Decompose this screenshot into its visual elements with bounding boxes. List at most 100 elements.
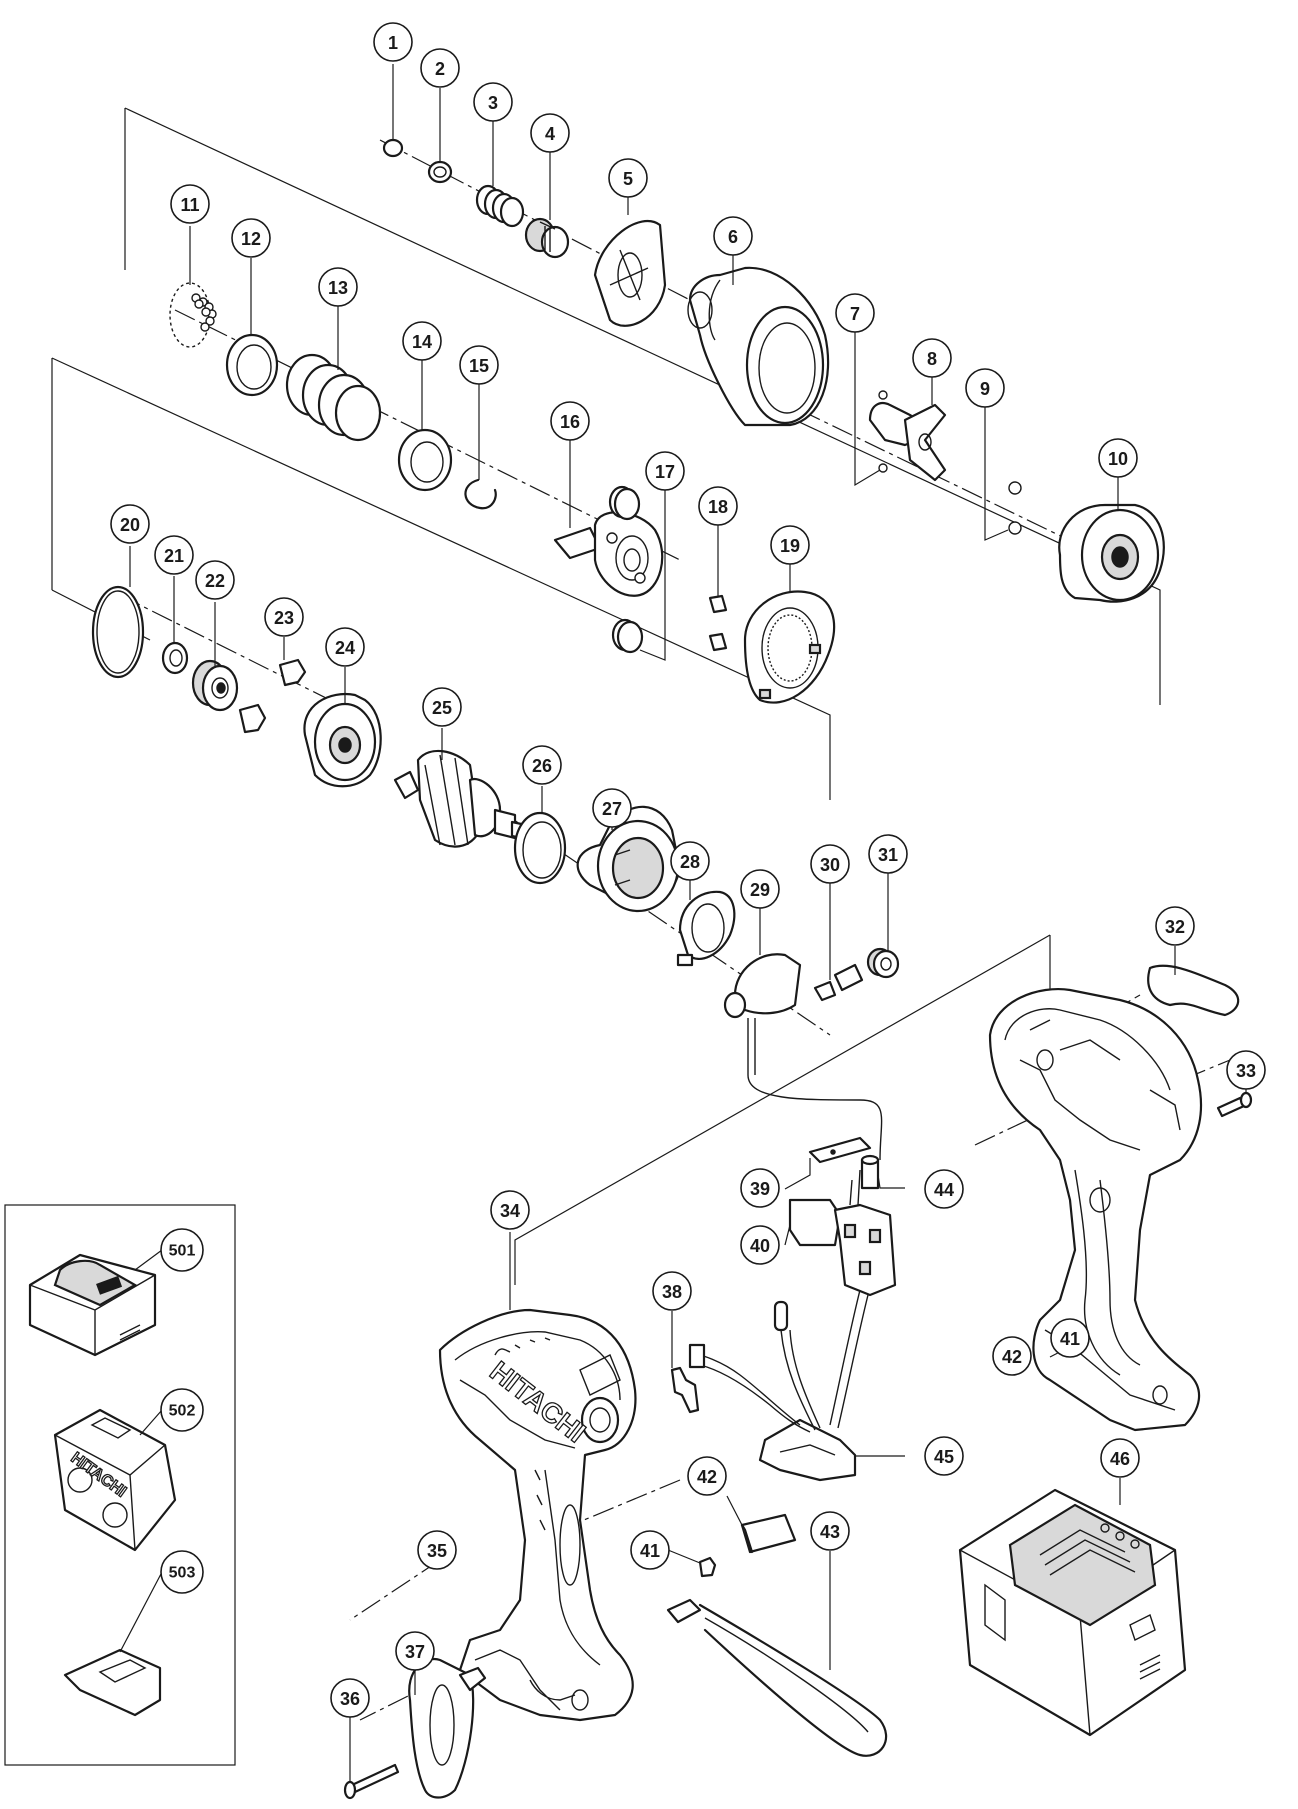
callout-39: 39 — [740, 1168, 780, 1208]
callout-number: 11 — [180, 195, 199, 215]
accessory-box — [4, 1204, 236, 1766]
callout-circle — [325, 627, 365, 667]
callout-number: 28 — [680, 852, 700, 872]
callout-circle — [417, 1530, 457, 1570]
callout-circle — [868, 834, 908, 874]
callout-1: 1 — [373, 22, 413, 62]
part-19-internal-gear — [743, 590, 836, 704]
callout-number: 16 — [560, 412, 580, 432]
part-36-screw — [343, 1763, 400, 1800]
callout-11: 11 — [170, 184, 210, 224]
callout-number: 502 — [169, 1403, 196, 1420]
callout-circle — [1098, 438, 1138, 478]
part-12-washer — [225, 333, 279, 397]
callout-circle — [965, 368, 1005, 408]
callout-number: 5 — [623, 169, 633, 189]
callout-number: 45 — [934, 1447, 954, 1467]
callout-circle — [1155, 906, 1195, 946]
callout-38: 38 — [652, 1271, 692, 1311]
callout-43: 43 — [810, 1511, 850, 1551]
callout-circle — [1050, 1318, 1090, 1358]
callout-8: 8 — [912, 338, 952, 378]
callout-circle — [810, 1511, 850, 1551]
callout-20: 20 — [110, 504, 150, 544]
part-44-ferrite-core — [860, 1154, 880, 1190]
part-18-needle-pins — [708, 594, 728, 652]
callout-12: 12 — [231, 218, 271, 258]
callout-circle — [160, 1550, 204, 1594]
callout-number: 33 — [1236, 1061, 1256, 1081]
part-17-idle-gears — [608, 485, 666, 661]
callout-number: 46 — [1110, 1449, 1130, 1469]
callout-26: 26 — [522, 745, 562, 785]
part-41-nut — [698, 1556, 717, 1578]
callout-13: 13 — [318, 267, 358, 307]
callout-circle — [395, 1631, 435, 1671]
callout-18: 18 — [698, 486, 738, 526]
callout-number: 4 — [545, 124, 555, 144]
callout-number: 29 — [750, 880, 770, 900]
part-13-spring — [285, 353, 382, 442]
callout-circle — [687, 1456, 727, 1496]
callout-circle — [330, 1678, 370, 1718]
callout-circle — [645, 451, 685, 491]
callout-number: 40 — [750, 1236, 770, 1256]
callout-44: 44 — [924, 1169, 964, 1209]
part-23-carbon-brushes — [238, 658, 307, 734]
callout-circle — [110, 504, 150, 544]
callout-21: 21 — [154, 535, 194, 575]
callout-42: 42 — [687, 1456, 727, 1496]
callout-circle — [608, 158, 648, 198]
callout-circle — [459, 345, 499, 385]
callout-number: 41 — [1060, 1329, 1080, 1349]
callout-28: 28 — [670, 841, 710, 881]
callout-number: 37 — [405, 1642, 425, 1662]
part-6-hammer-case — [687, 266, 830, 427]
callout-circle — [810, 844, 850, 884]
housing-b-right — [988, 988, 1203, 1432]
callout-circle — [770, 525, 810, 565]
callout-35: 35 — [417, 1530, 457, 1570]
callout-number: 1 — [388, 33, 398, 53]
callout-circle — [160, 1228, 204, 1272]
part-37-hook — [408, 1657, 487, 1799]
callout-number: 14 — [412, 332, 432, 352]
callout-circle — [992, 1336, 1032, 1376]
callout-circle — [318, 267, 358, 307]
part-15-ring — [464, 478, 497, 510]
callout-circle — [422, 687, 462, 727]
callout-33: 33 — [1226, 1050, 1266, 1090]
callout-circle — [740, 1225, 780, 1265]
callout-16: 16 — [550, 401, 590, 441]
callout-circle — [195, 560, 235, 600]
callout-number: 34 — [500, 1201, 520, 1221]
callout-37: 37 — [395, 1631, 435, 1671]
callout-41: 41 — [1050, 1318, 1090, 1358]
callout-23: 23 — [264, 597, 304, 637]
part-39-insulator-tape — [808, 1136, 872, 1164]
part-32-nameplate — [1147, 964, 1240, 1017]
callout-30: 30 — [810, 844, 850, 884]
callout-number: 27 — [602, 799, 622, 819]
callout-circle — [713, 216, 753, 256]
part-16-spindle — [553, 511, 664, 597]
part-503-battery-cover — [63, 1648, 162, 1717]
callout-19: 19 — [770, 525, 810, 565]
callout-9: 9 — [965, 368, 1005, 408]
callout-circle — [652, 1271, 692, 1311]
callout-number: 17 — [655, 462, 675, 482]
callout-2: 2 — [420, 48, 460, 88]
callout-number: 3 — [488, 93, 498, 113]
callout-501: 501 — [160, 1228, 204, 1272]
callout-circle — [912, 338, 952, 378]
callout-circle — [522, 745, 562, 785]
callout-number: 43 — [820, 1522, 840, 1542]
part-9-steel-ball — [984, 390, 1022, 541]
part-8-anvil — [868, 402, 947, 482]
callout-circle — [592, 788, 632, 828]
callout-circle — [630, 1530, 670, 1570]
callout-22: 22 — [195, 560, 235, 600]
callout-circle — [1100, 1438, 1140, 1478]
part-26-washer — [513, 811, 567, 885]
part-27-stator — [576, 805, 682, 913]
